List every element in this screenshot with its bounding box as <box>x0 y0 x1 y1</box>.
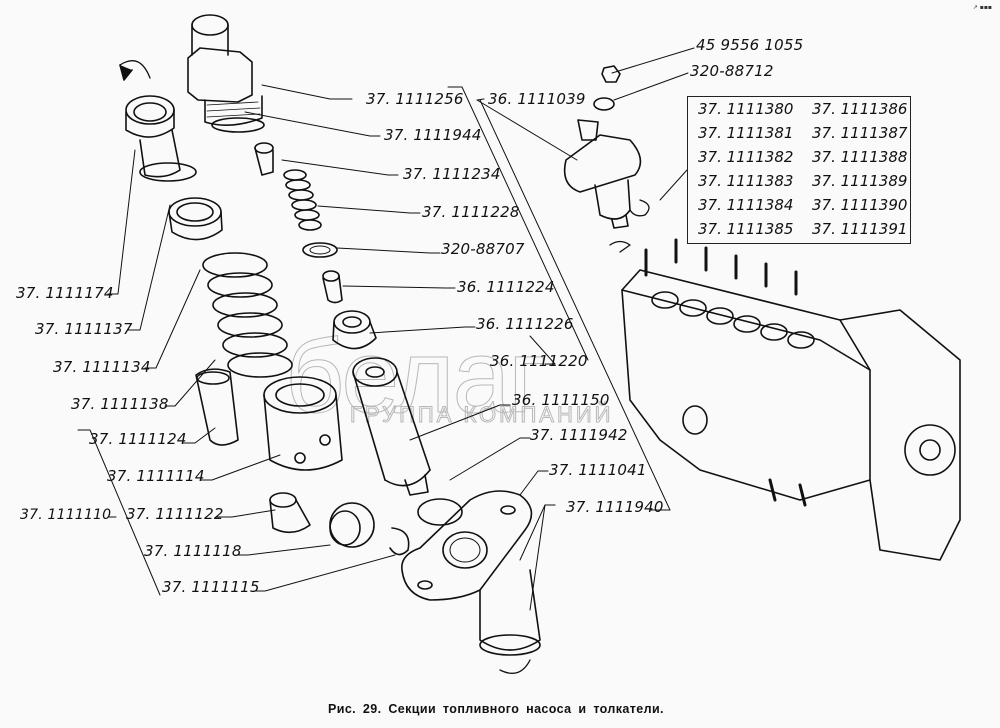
part-label: 37. 1111256 <box>366 90 464 108</box>
part-label: 37. 1111041 <box>549 461 647 479</box>
tappet-roller <box>329 502 375 548</box>
leader-long-1 <box>447 86 589 361</box>
roller-axle <box>269 492 311 534</box>
clip-2 <box>609 240 631 253</box>
leader-table <box>659 169 688 201</box>
table-cell: 37. 1111390 <box>812 196 908 214</box>
part-label: 37. 1111138 <box>71 395 169 413</box>
table-cell: 37. 1111386 <box>812 100 908 118</box>
plunger-barrel-head <box>332 310 377 350</box>
leader-lines <box>77 47 695 611</box>
lock-ring <box>389 527 410 556</box>
barrel-flange <box>401 490 541 674</box>
table-cell: 37. 1111391 <box>812 220 908 238</box>
plunger-spring <box>202 252 293 378</box>
corner-mark: ↗ ▪▪▪ <box>972 4 992 11</box>
valve-spring <box>283 169 322 231</box>
part-label: 36. 1111150 <box>512 391 610 409</box>
spring-seat <box>168 197 223 241</box>
leader-36-1111150 <box>409 404 511 441</box>
table-cell: 37. 1111383 <box>698 172 794 190</box>
part-label: 37. 1111942 <box>530 426 628 444</box>
watermark-logo: белаг <box>284 319 546 436</box>
part-label: 37. 1111234 <box>403 165 501 183</box>
table-cell: 37. 1111388 <box>812 148 908 166</box>
tappet-body <box>263 376 343 471</box>
clip <box>629 199 650 217</box>
watermark-subtitle: ГРУППА КОМПАНИЙ <box>350 402 614 428</box>
leader-36-1111220 <box>529 335 556 365</box>
part-label: 37. 1111134 <box>53 358 151 376</box>
control-sleeve <box>195 368 239 446</box>
table-cell: 37. 1111387 <box>812 124 908 142</box>
leader-long-2 <box>479 99 671 511</box>
leader-36-1111224 <box>342 285 456 289</box>
leader-36-1111226 <box>369 326 476 334</box>
part-label: 37. 1111115 <box>162 578 260 596</box>
part-label: 37. 1111124 <box>89 430 187 448</box>
plunger-barrel <box>352 357 431 496</box>
table-cell: 37. 1111381 <box>698 124 794 142</box>
table-cell: 37. 1111382 <box>698 148 794 166</box>
nut-45-9556 <box>601 65 621 83</box>
part-label: 37. 1111137 <box>35 320 133 338</box>
table-cell: 37. 1111384 <box>698 196 794 214</box>
table-cell: 37. 1111385 <box>698 220 794 238</box>
leader-36-1111039 <box>476 98 578 161</box>
part-label: 37. 1111114 <box>107 467 205 485</box>
part-label: 37. 1111944 <box>384 126 482 144</box>
seal-ring-1111942 <box>417 498 463 526</box>
part-label: 45 9556 1055 <box>696 36 804 54</box>
figure-caption: Рис. 29. Секции топливного насоса и толк… <box>328 702 664 716</box>
leader-320-88712 <box>613 72 689 101</box>
leader-37-1111041 <box>519 470 549 496</box>
leader-37-1111174 <box>107 149 136 295</box>
leader-37-1111940b <box>519 504 556 561</box>
washer-88712 <box>593 97 615 111</box>
leader-37-1111122 <box>215 509 276 518</box>
delivery-valve-holder <box>187 14 263 126</box>
leader-320-88707 <box>336 247 441 254</box>
delivery-valve-stop <box>254 142 274 176</box>
part-label: 37. 1111228 <box>422 203 520 221</box>
part-label: 320-88707 <box>441 240 525 258</box>
part-label: 37. 1111940 <box>566 498 664 516</box>
leader-37-1111114 <box>199 454 281 481</box>
part-label: 36. 1111226 <box>476 315 574 333</box>
delivery-valve <box>322 270 343 304</box>
part-label: 36. 1111039 <box>488 90 586 108</box>
parts-table: 37. 1111380 37. 1111381 37. 1111382 37. … <box>687 96 911 244</box>
seal-ring-1111944 <box>211 117 265 133</box>
part-label: 37. 1111122 <box>126 505 224 523</box>
part-label: 320-88712 <box>690 62 774 80</box>
leader-bracket <box>77 429 161 596</box>
leader-37-1111234 <box>281 159 399 176</box>
leader-37-1111137 <box>127 204 171 331</box>
table-cell: 37. 1111380 <box>698 100 794 118</box>
part-label: 37. 1111174 <box>16 284 114 302</box>
leader-37-1111256 <box>261 84 353 100</box>
table-cell: 37. 1111389 <box>812 172 908 190</box>
leader-45-9556-1055 <box>611 47 695 74</box>
part-label: 37. 1111118 <box>144 542 242 560</box>
part-label: 36. 1111220 <box>490 352 588 370</box>
leader-37-1111138 <box>164 359 216 407</box>
control-sleeve-gear <box>119 60 197 182</box>
part-label: 37. 1111110 <box>20 507 112 523</box>
leader-37-1111228 <box>317 205 421 214</box>
leader-37-1111115 <box>253 554 396 592</box>
pump-housing <box>621 238 961 561</box>
leader-37-1111944 <box>244 111 381 137</box>
fuel-bypass-valve <box>563 119 642 229</box>
leader-37-1111942 <box>449 437 531 481</box>
leader-37-1111134 <box>144 269 201 369</box>
leader-37-1111118 <box>236 544 331 556</box>
copper-gasket-88707 <box>302 242 338 258</box>
part-label: 36. 1111224 <box>457 278 555 296</box>
